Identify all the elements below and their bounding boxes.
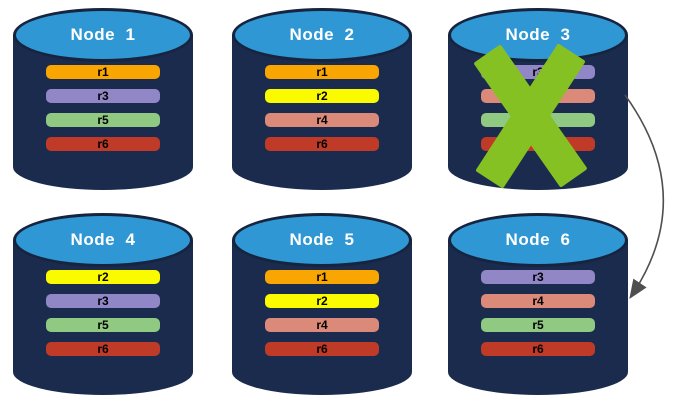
replica-label: r1 xyxy=(316,270,328,284)
replica-label: r4 xyxy=(316,113,328,127)
replica-label: r5 xyxy=(532,318,544,332)
replica-bar xyxy=(481,113,595,127)
replica-label: r1 xyxy=(316,65,328,79)
replica-bar: r4 xyxy=(481,294,595,308)
replica-bar: r2 xyxy=(265,294,379,308)
failover-arrow-icon xyxy=(624,94,665,299)
replica-bar: r3 xyxy=(46,294,160,308)
replica-bar: r3 xyxy=(481,65,595,79)
replica-bar: r1 xyxy=(265,270,379,284)
replica-bar xyxy=(481,89,595,103)
replica-label: r1 xyxy=(97,65,109,79)
node-title: Node 5 xyxy=(289,230,355,249)
replica-label: r6 xyxy=(316,342,328,356)
replica-bar: r5 xyxy=(46,318,160,332)
node-3: Node 3 r3 xyxy=(448,8,628,190)
replica-label: r2 xyxy=(316,294,328,308)
replica-label: r6 xyxy=(316,137,328,151)
replica-bar: r6 xyxy=(46,342,160,356)
replica-bar: r6 xyxy=(265,137,379,151)
cylinder-top: Node 5 xyxy=(232,213,412,267)
replica-bar: r2 xyxy=(265,89,379,103)
node-title: Node 4 xyxy=(70,230,136,249)
replica-list: r3 r4 r5 r6 xyxy=(448,270,628,356)
replica-bar: r6 xyxy=(46,137,160,151)
replica-bar: r1 xyxy=(46,65,160,79)
replica-label: r6 xyxy=(532,342,544,356)
replica-bar: r3 xyxy=(46,89,160,103)
replica-bar: r4 xyxy=(265,113,379,127)
replica-label: r6 xyxy=(97,342,109,356)
replica-label: r2 xyxy=(316,89,328,103)
failover-arrow-path xyxy=(624,94,665,299)
cylinder-top: Node 1 xyxy=(13,8,193,62)
replica-bar: r3 xyxy=(481,270,595,284)
replica-label: r2 xyxy=(97,270,109,284)
replica-label: r6 xyxy=(97,137,109,151)
node-title: Node 1 xyxy=(70,25,136,44)
node-title: Node 6 xyxy=(505,230,571,249)
node-4: Node 4 r2 r3 r5 r6 xyxy=(13,213,193,395)
replica-bar: r4 xyxy=(265,318,379,332)
node-2: Node 2 r1 r2 r4 r6 xyxy=(232,8,412,190)
replica-bar: r2 xyxy=(46,270,160,284)
replica-label: r3 xyxy=(97,294,109,308)
cylinder-top: Node 3 xyxy=(448,8,628,62)
replica-label: r3 xyxy=(97,89,109,103)
replica-bar: r6 xyxy=(481,342,595,356)
replica-bar: r6 xyxy=(265,342,379,356)
replica-label: r3 xyxy=(532,65,544,79)
replica-label: r3 xyxy=(532,270,544,284)
replica-bar: r5 xyxy=(481,318,595,332)
cylinder-top: Node 4 xyxy=(13,213,193,267)
replica-bar: r5 xyxy=(46,113,160,127)
replica-list: r1 r2 r4 r6 xyxy=(232,270,412,356)
node-title: Node 2 xyxy=(289,25,355,44)
replica-list: r1 r2 r4 r6 xyxy=(232,65,412,151)
replica-bar xyxy=(481,137,595,151)
replica-bar: r1 xyxy=(265,65,379,79)
cylinder-top: Node 2 xyxy=(232,8,412,62)
node-6: Node 6 r3 r4 r5 r6 xyxy=(448,213,628,395)
node-1: Node 1 r1 r3 r5 r6 xyxy=(13,8,193,190)
replica-label: r4 xyxy=(532,294,544,308)
replica-list: r1 r3 r5 r6 xyxy=(13,65,193,151)
replica-label: r4 xyxy=(316,318,328,332)
replica-list: r2 r3 r5 r6 xyxy=(13,270,193,356)
node-title: Node 3 xyxy=(505,25,571,44)
replica-label: r5 xyxy=(97,113,109,127)
replica-label: r5 xyxy=(97,318,109,332)
node-5: Node 5 r1 r2 r4 r6 xyxy=(232,213,412,395)
cylinder-top: Node 6 xyxy=(448,213,628,267)
